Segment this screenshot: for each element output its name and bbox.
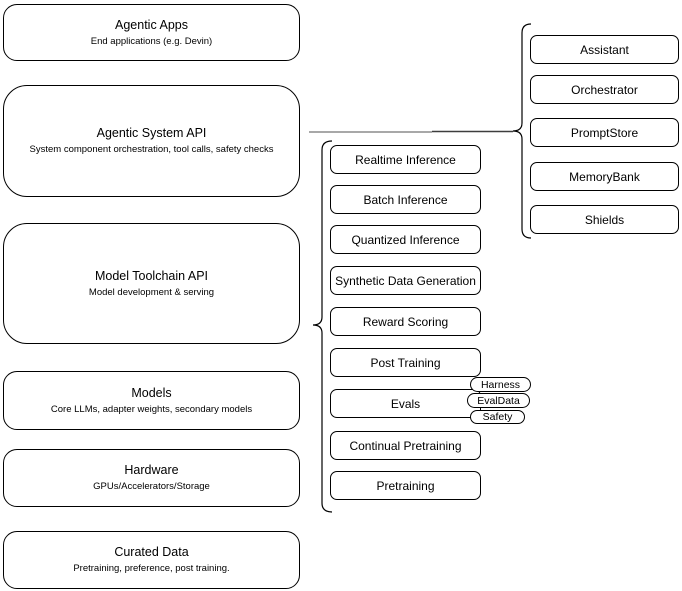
node-evals: Evals (330, 389, 481, 418)
node-subtitle: GPUs/Accelerators/Storage (93, 481, 210, 492)
node-agentic-system-api: Agentic System API System component orch… (3, 85, 300, 197)
node-pretraining: Pretraining (330, 471, 481, 500)
node-orchestrator: Orchestrator (530, 75, 679, 104)
node-agentic-apps: Agentic Apps End applications (e.g. Devi… (3, 4, 300, 61)
node-subtitle: Model development & serving (88, 286, 215, 298)
node-title: Curated Data (114, 545, 189, 559)
node-subtitle: End applications (e.g. Devin) (90, 35, 213, 47)
node-assistant: Assistant (530, 35, 679, 64)
node-curated-data: Curated Data Pretraining, preference, po… (3, 531, 300, 589)
node-title: Models (131, 385, 172, 400)
node-model-toolchain-api: Model Toolchain API Model development & … (3, 223, 300, 344)
node-subtitle: Core LLMs, adapter weights, secondary mo… (50, 403, 253, 415)
pill-evaldata: EvalData (467, 393, 530, 408)
node-realtime-inference: Realtime Inference (330, 145, 481, 174)
node-title: Model Toolchain API (94, 268, 209, 283)
node-reward-scoring: Reward Scoring (330, 307, 481, 336)
node-models: Models Core LLMs, adapter weights, secon… (3, 371, 300, 430)
pill-harness: Harness (470, 377, 531, 392)
pill-safety: Safety (470, 410, 525, 424)
curly-brace-agentic-system (512, 23, 532, 239)
node-memorybank: MemoryBank (530, 162, 679, 191)
node-quantized-inference: Quantized Inference (330, 225, 481, 254)
node-synthetic-data-generation: Synthetic Data Generation (330, 266, 481, 295)
node-promptstore: PromptStore (530, 118, 679, 147)
node-title: Hardware (124, 463, 179, 477)
node-batch-inference: Batch Inference (330, 185, 481, 214)
node-subtitle: Pretraining, preference, post training. (73, 563, 230, 574)
node-continual-pretraining: Continual Pretraining (330, 431, 481, 460)
node-shields: Shields (530, 205, 679, 234)
node-hardware: Hardware GPUs/Accelerators/Storage (3, 449, 300, 507)
node-title: Agentic System API (96, 126, 207, 140)
node-subtitle: System component orchestration, tool cal… (29, 144, 274, 155)
node-post-training: Post Training (330, 348, 481, 377)
node-title: Agentic Apps (115, 17, 188, 32)
